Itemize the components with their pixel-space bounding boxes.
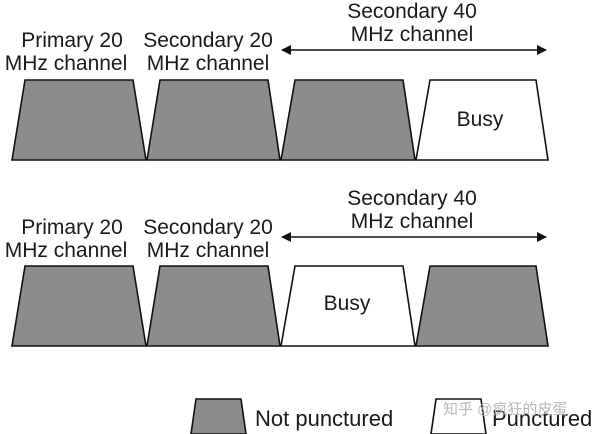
primary-20-label-line1: Primary 20	[21, 216, 123, 239]
legend-punctured-label: Punctured	[492, 406, 592, 431]
secondary-20-label-line2: MHz channel	[147, 239, 270, 262]
channel-secondary-40-upper	[415, 79, 549, 161]
busy-label: Busy	[457, 108, 504, 131]
secondary-20-label-line1: Secondary 20	[143, 29, 273, 52]
primary-20-label-line1: Primary 20	[21, 29, 123, 52]
secondary-20-label-line2: MHz channel	[147, 52, 270, 75]
channel-secondary-20	[146, 265, 281, 347]
primary-20-label-line2: MHz channel	[5, 239, 128, 262]
channel-secondary-40-lower	[280, 265, 416, 347]
legend: Not punctured Punctured	[190, 398, 592, 434]
secondary-20-label-line1: Secondary 20	[143, 216, 273, 239]
legend-not-punctured-label: Not punctured	[255, 406, 393, 431]
channel-primary-20	[11, 265, 147, 347]
primary-20-label-line2: MHz channel	[5, 52, 128, 75]
channel-primary-20	[11, 79, 147, 161]
channel-secondary-40-upper	[415, 265, 549, 347]
diagram-1: Primary 20 MHz channel Secondary 20 MHz …	[5, 0, 549, 161]
channel-secondary-40-lower	[280, 79, 416, 161]
secondary-40-label-line2: MHz channel	[351, 210, 474, 233]
secondary-40-label-line1: Secondary 40	[347, 187, 477, 210]
busy-label: Busy	[324, 292, 371, 315]
watermark-text: 知乎 @疯狂的皮蛋	[443, 401, 567, 418]
legend-punctured-swatch	[430, 398, 487, 434]
secondary-40-label-line1: Secondary 40	[347, 0, 477, 23]
legend-not-punctured-swatch	[190, 398, 247, 434]
diagram-2: Primary 20 MHz channel Secondary 20 MHz …	[5, 187, 549, 347]
secondary-40-label-line2: MHz channel	[351, 23, 474, 46]
channel-secondary-20	[146, 79, 281, 161]
